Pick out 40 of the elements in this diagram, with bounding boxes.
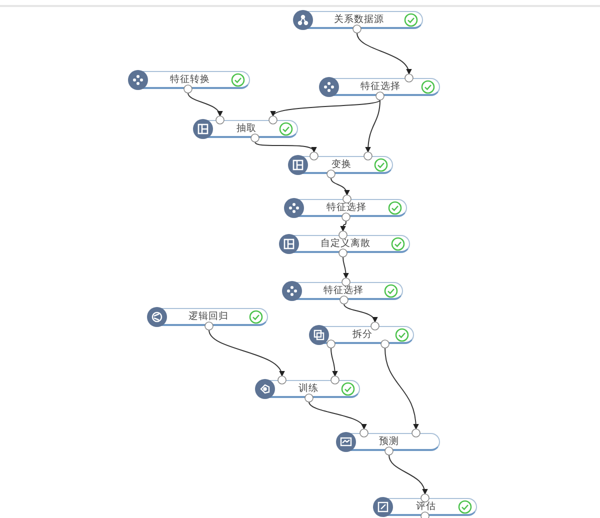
connector-arrow	[340, 220, 346, 232]
node-label: 抽取	[236, 122, 256, 135]
process-node	[375, 498, 477, 516]
process-node	[286, 199, 407, 217]
node-label: 评估	[416, 500, 436, 513]
process-node	[295, 11, 423, 29]
process-node	[338, 433, 440, 451]
connector-arrow	[342, 256, 349, 279]
process-node	[311, 326, 414, 344]
connector-arrow	[388, 454, 428, 495]
node-label: 拆分	[352, 328, 372, 341]
node-label: 特征转换	[170, 73, 210, 86]
process-node	[281, 235, 410, 253]
node-label: 逻辑回归	[188, 310, 228, 323]
connector-arrow	[272, 100, 380, 117]
node-label: 自定义离散	[320, 237, 370, 250]
process-node	[149, 308, 268, 326]
process-node	[257, 380, 360, 398]
connector-arrow	[356, 32, 411, 75]
connector-arrow	[188, 92, 222, 117]
process-node	[284, 282, 403, 300]
connector-arrow	[330, 178, 350, 196]
node-label: 关系数据源	[334, 13, 384, 26]
node-label: 预测	[379, 435, 399, 448]
node-label: 特征选择	[326, 201, 366, 214]
node-label: 训练	[298, 382, 318, 395]
node-label: 特征选择	[360, 80, 400, 93]
process-node	[130, 71, 250, 89]
process-node	[321, 78, 440, 96]
process-node	[195, 120, 298, 138]
node-label: 特征选择	[324, 284, 364, 297]
process-node	[290, 156, 393, 174]
connector-arrow	[344, 304, 377, 323]
connector-arrow	[384, 348, 419, 430]
connector-arrow	[308, 402, 366, 430]
connector-arrow	[208, 330, 284, 377]
connector-arrow	[330, 348, 338, 377]
connector-arrow	[365, 100, 380, 153]
connector-arrow	[254, 142, 315, 153]
node-label: 变换	[332, 158, 352, 171]
